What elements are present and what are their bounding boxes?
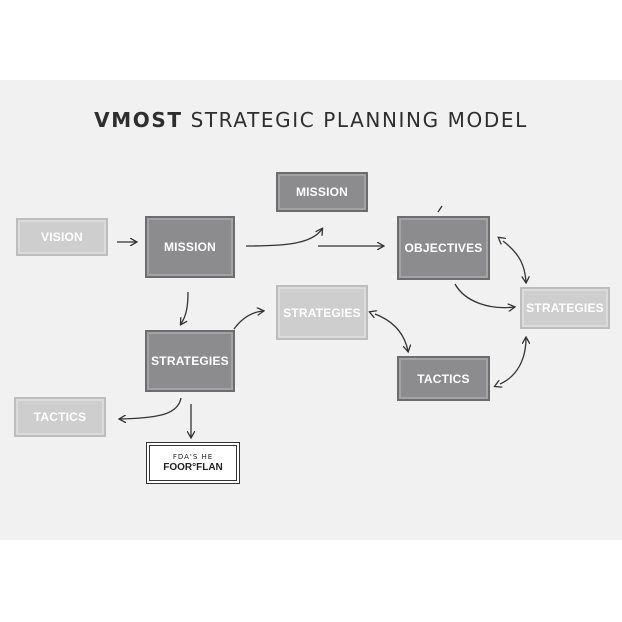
node-mission-top: MISSION — [276, 172, 368, 212]
node-tactics-right-label: TACTICS — [417, 371, 470, 386]
node-vision-label: VISION — [41, 230, 83, 244]
plan-label: FOOR°FLAN — [163, 462, 223, 473]
arrow-strategies-tactics — [120, 397, 182, 419]
title-text: STRATEGIC PLANNING MODEL — [190, 108, 528, 132]
tick-mark — [437, 205, 443, 213]
title-acronym: VMOST — [94, 108, 183, 132]
node-strategies-right-label: STRATEGIES — [526, 301, 604, 315]
node-strategies-center: STRATEGIES — [276, 285, 368, 340]
node-objectives-label: OBJECTIVES — [404, 241, 483, 255]
node-tactics-left: TACTICS — [14, 397, 106, 437]
node-mission-label: MISSION — [163, 240, 217, 254]
arrow-strategies-strategiescenter — [233, 311, 263, 330]
arrow-strategiescenter-tactics-double — [375, 314, 408, 351]
arrow-mission-missiontop — [245, 229, 322, 247]
node-vision: VISION — [16, 218, 108, 256]
node-strategies-left: STRATEGIES — [145, 330, 235, 392]
node-strategies-right: STRATEGIES — [520, 287, 610, 329]
node-tactics-left-label: TACTICS — [33, 410, 87, 424]
node-strategies-center-label: STRATEGIES — [283, 305, 361, 320]
arrow-mission-strategies — [181, 291, 189, 324]
node-strategies-left-label: STRATEGIES — [151, 354, 229, 368]
node-tactics-right: TACTICS — [397, 356, 490, 401]
plan-subtitle: FDA'S HE — [172, 453, 214, 461]
arrow-objectives-strategiesright-double — [503, 241, 526, 282]
node-mission-top-label: MISSION — [295, 185, 349, 199]
node-plan: FDA'S HE FOOR°FLAN — [146, 442, 240, 484]
arrow-objectives-strategiesright — [454, 283, 514, 308]
node-objectives: OBJECTIVES — [397, 216, 490, 280]
diagram-title: VMOST STRATEGIC PLANNING MODEL — [0, 108, 622, 132]
node-mission: MISSION — [145, 216, 235, 278]
arrow-tactics-strategiesright-double — [500, 338, 526, 384]
